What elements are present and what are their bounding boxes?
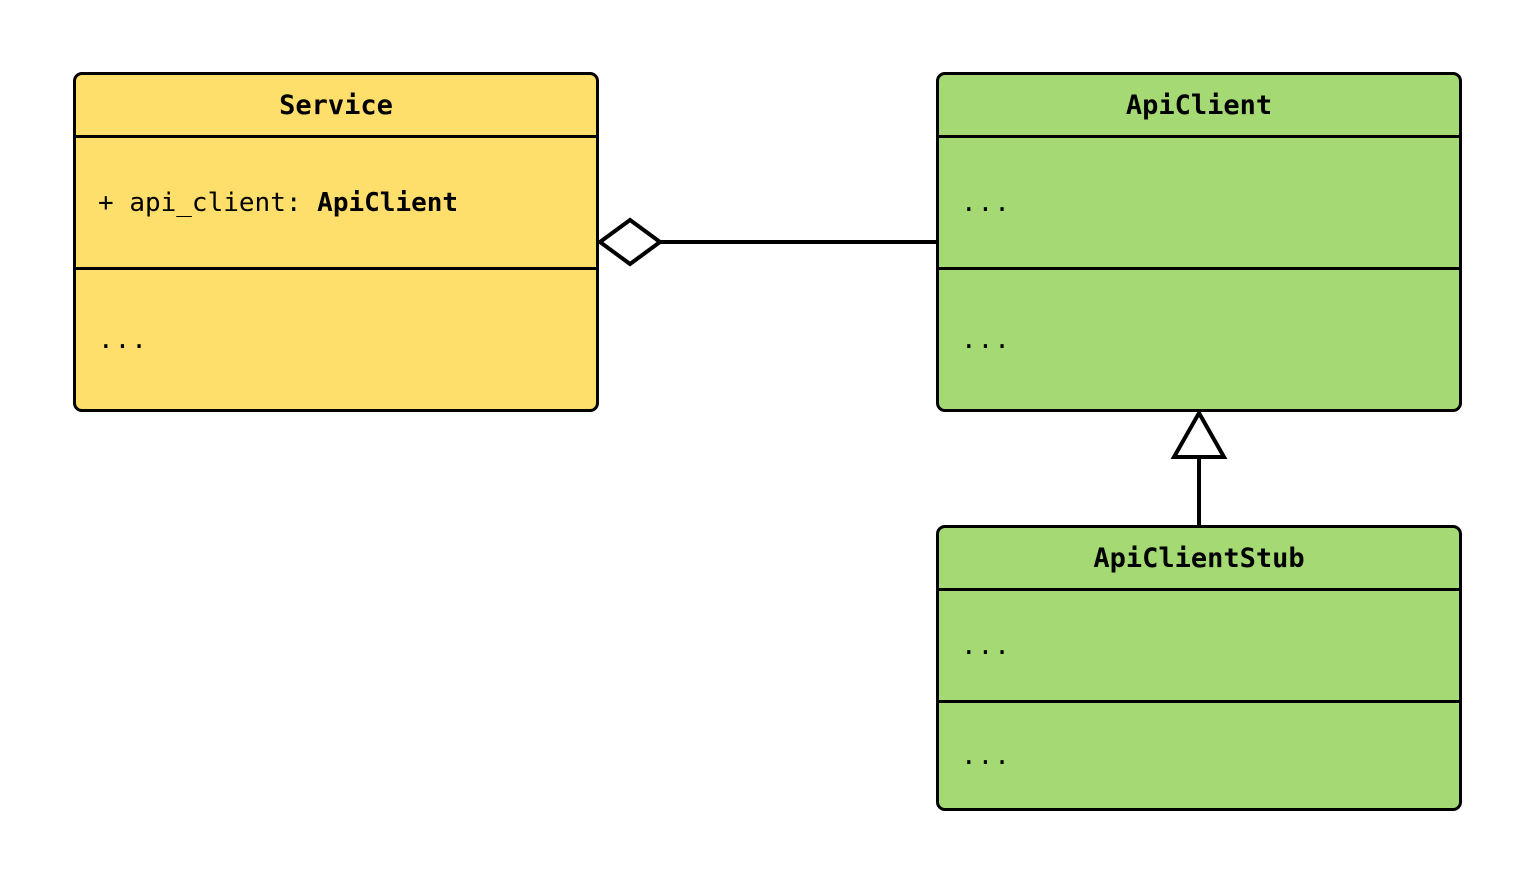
class-service-attribute-api-client: + api_client: ApiClient (98, 190, 458, 216)
attribute-visibility: + (98, 187, 114, 218)
class-service-attributes-compartment: + api_client: ApiClient (76, 135, 596, 267)
class-service-operations-compartment: ... (76, 267, 596, 409)
attribute-space (114, 188, 130, 218)
aggregation-hollow-diamond-icon (596, 217, 664, 267)
class-apiclient-operations-compartment: ... (939, 267, 1459, 409)
attribute-separator: : (285, 187, 318, 218)
uml-class-service[interactable]: Service + api_client: ApiClient ... (73, 72, 599, 412)
uml-class-apiclientstub[interactable]: ApiClientStub ... ... (936, 525, 1462, 811)
class-apiclientstub-attributes-ellipsis: ... (961, 630, 1011, 661)
generalization-apiclientstub-apiclient[interactable] (1170, 408, 1228, 526)
class-apiclient-operations-ellipsis: ... (961, 324, 1011, 355)
attribute-name: api_client (129, 187, 286, 218)
class-service-name: Service (279, 89, 393, 121)
generalization-hollow-triangle-icon (1170, 408, 1228, 459)
class-apiclient-name: ApiClient (1125, 89, 1273, 121)
class-apiclientstub-title-compartment: ApiClientStub (939, 528, 1459, 588)
class-apiclient-title-compartment: ApiClient (939, 75, 1459, 135)
class-apiclientstub-operations-compartment: ... (939, 700, 1459, 808)
class-apiclient-attributes-compartment: ... (939, 135, 1459, 267)
class-apiclientstub-operations-ellipsis: ... (961, 740, 1011, 771)
aggregation-service-apiclient[interactable] (596, 217, 937, 267)
class-apiclientstub-attributes-compartment: ... (939, 588, 1459, 700)
uml-class-apiclient[interactable]: ApiClient ... ... (936, 72, 1462, 412)
class-apiclient-attributes-ellipsis: ... (961, 187, 1011, 218)
class-service-title-compartment: Service (76, 75, 596, 135)
attribute-type: ApiClient (317, 187, 459, 218)
class-apiclientstub-name: ApiClientStub (1093, 542, 1305, 574)
class-service-operations-ellipsis: ... (98, 324, 148, 355)
